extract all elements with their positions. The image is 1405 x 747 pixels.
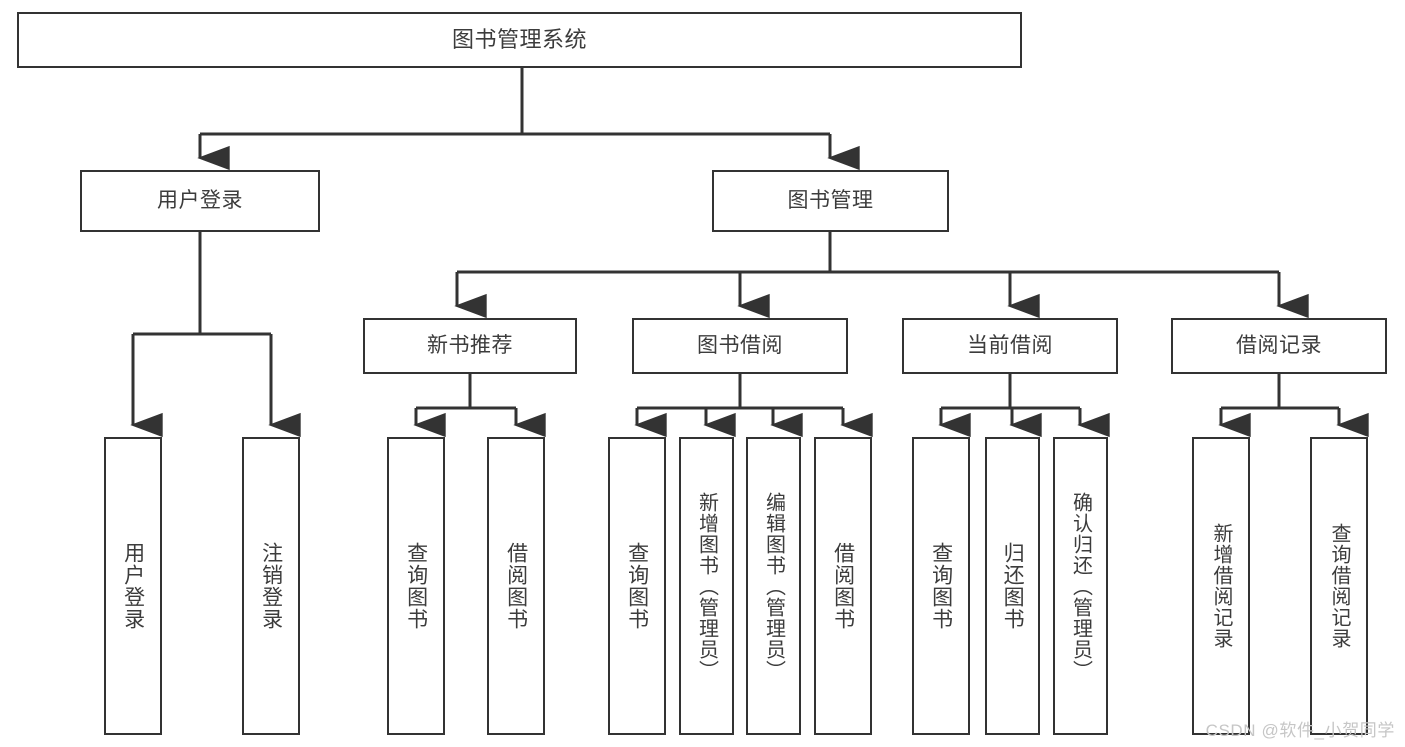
leaf-text-wrap: 确认归还（管理员） bbox=[1055, 439, 1106, 733]
node-new-book-recommend-label: 新书推荐 bbox=[427, 333, 513, 357]
node-leaf-edit-book[interactable]: 编辑图书（管理员） bbox=[746, 437, 801, 735]
node-leaf-edit-book-label: 编辑图书（管理员） bbox=[762, 491, 785, 681]
leaf-text-wrap: 注销登录 bbox=[244, 439, 298, 733]
node-current-borrow[interactable]: 当前借阅 bbox=[902, 318, 1118, 374]
node-book-manage-label: 图书管理 bbox=[787, 188, 874, 212]
node-leaf-borrow-book-2-label: 借阅图书 bbox=[831, 542, 855, 630]
node-leaf-return-book[interactable]: 归还图书 bbox=[985, 437, 1040, 735]
watermark: CSDN @软件_小贺同学 bbox=[1205, 721, 1395, 740]
node-leaf-user-login[interactable]: 用户登录 bbox=[104, 437, 162, 735]
node-leaf-query-book-2-label: 查询图书 bbox=[625, 542, 649, 630]
node-borrow-record-label: 借阅记录 bbox=[1236, 333, 1322, 357]
node-leaf-query-book-3[interactable]: 查询图书 bbox=[912, 437, 970, 735]
node-book-manage[interactable]: 图书管理 bbox=[712, 170, 949, 232]
node-leaf-query-book-2[interactable]: 查询图书 bbox=[608, 437, 666, 735]
leaf-text-wrap: 查询图书 bbox=[914, 439, 968, 733]
node-leaf-borrow-book-1-label: 借阅图书 bbox=[504, 542, 528, 630]
node-leaf-confirm-return-label: 确认归还（管理员） bbox=[1069, 491, 1092, 681]
node-leaf-borrow-book-2[interactable]: 借阅图书 bbox=[814, 437, 872, 735]
leaf-text-wrap: 新增借阅记录 bbox=[1194, 439, 1248, 733]
node-new-book-recommend[interactable]: 新书推荐 bbox=[363, 318, 577, 374]
node-leaf-logout-login[interactable]: 注销登录 bbox=[242, 437, 300, 735]
leaf-text-wrap: 查询借阅记录 bbox=[1312, 439, 1366, 733]
node-leaf-add-book-label: 新增图书（管理员） bbox=[695, 491, 718, 681]
node-book-borrow[interactable]: 图书借阅 bbox=[632, 318, 848, 374]
leaf-text-wrap: 编辑图书（管理员） bbox=[748, 439, 799, 733]
node-root-label: 图书管理系统 bbox=[451, 26, 587, 52]
leaf-text-wrap: 借阅图书 bbox=[816, 439, 870, 733]
node-leaf-add-record[interactable]: 新增借阅记录 bbox=[1192, 437, 1250, 735]
node-leaf-logout-login-label: 注销登录 bbox=[259, 542, 283, 630]
node-user-login[interactable]: 用户登录 bbox=[80, 170, 320, 232]
node-book-borrow-label: 图书借阅 bbox=[697, 333, 783, 357]
node-user-login-label: 用户登录 bbox=[157, 188, 243, 212]
leaf-text-wrap: 归还图书 bbox=[987, 439, 1038, 733]
leaf-text-wrap: 查询图书 bbox=[389, 439, 443, 733]
node-leaf-borrow-book-1[interactable]: 借阅图书 bbox=[487, 437, 545, 735]
leaf-text-wrap: 新增图书（管理员） bbox=[681, 439, 732, 733]
node-root[interactable]: 图书管理系统 bbox=[17, 12, 1022, 68]
node-leaf-confirm-return[interactable]: 确认归还（管理员） bbox=[1053, 437, 1108, 735]
leaf-text-wrap: 查询图书 bbox=[610, 439, 664, 733]
node-borrow-record[interactable]: 借阅记录 bbox=[1171, 318, 1387, 374]
node-leaf-add-book[interactable]: 新增图书（管理员） bbox=[679, 437, 734, 735]
leaf-text-wrap: 借阅图书 bbox=[489, 439, 543, 733]
leaf-text-wrap: 用户登录 bbox=[106, 439, 160, 733]
node-leaf-query-record[interactable]: 查询借阅记录 bbox=[1310, 437, 1368, 735]
node-leaf-user-login-label: 用户登录 bbox=[121, 542, 145, 630]
node-leaf-return-book-label: 归还图书 bbox=[1001, 542, 1025, 630]
node-leaf-query-book-1-label: 查询图书 bbox=[404, 542, 428, 630]
node-leaf-query-book-1[interactable]: 查询图书 bbox=[387, 437, 445, 735]
node-leaf-add-record-label: 新增借阅记录 bbox=[1210, 523, 1232, 649]
node-leaf-query-book-3-label: 查询图书 bbox=[929, 542, 953, 630]
node-leaf-query-record-label: 查询借阅记录 bbox=[1328, 523, 1350, 649]
node-current-borrow-label: 当前借阅 bbox=[967, 333, 1053, 357]
